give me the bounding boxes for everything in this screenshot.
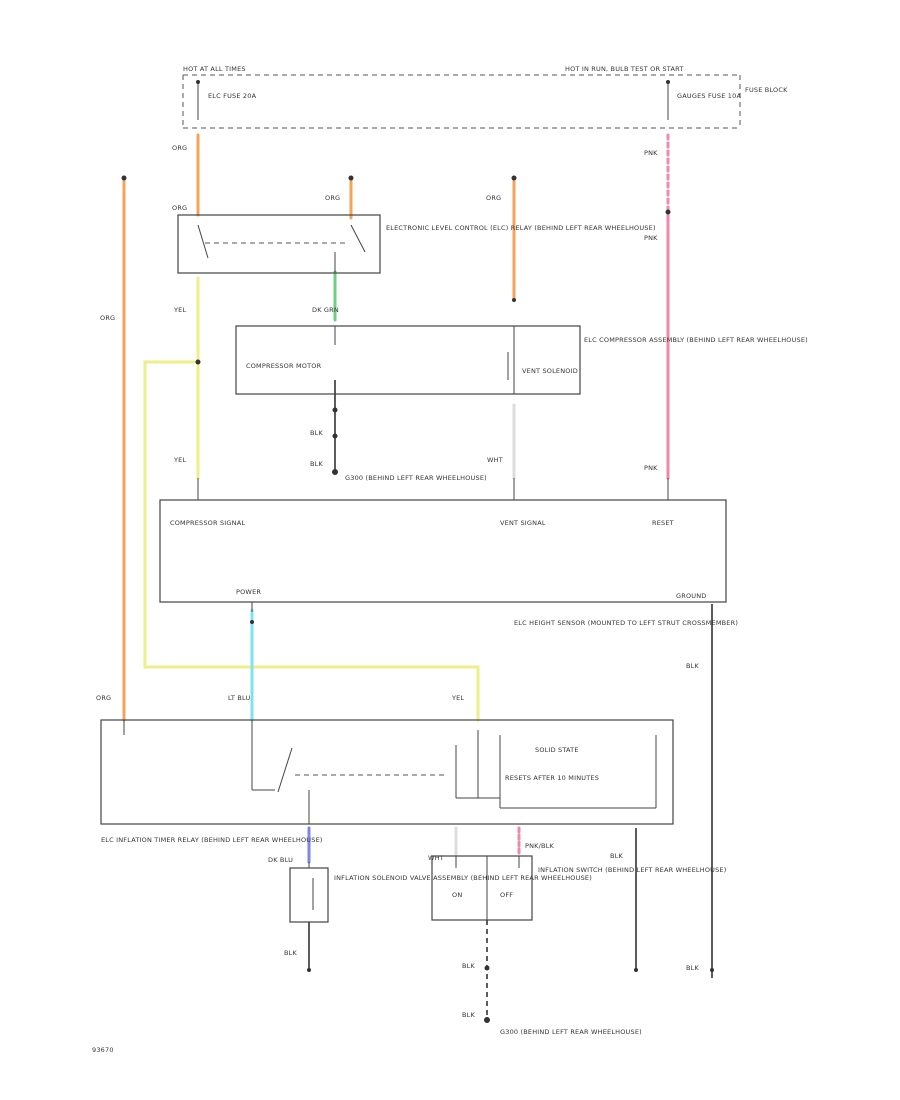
compressor-motor-label: COMPRESSOR MOTOR (246, 362, 322, 370)
power-label: POWER (236, 588, 261, 596)
wire-org-5: ORG (96, 694, 111, 702)
wire-dk-blu: DK BLU (268, 856, 293, 864)
wire-pnk-blk: PNK/BLK (525, 842, 555, 850)
elc-fuse-label: ELC FUSE 20A (208, 92, 257, 100)
gauges-fuse-label: GAUGES FUSE 10A (677, 92, 741, 100)
diagram-id: 93670 (92, 1046, 114, 1054)
yel-wire-loop (143, 360, 480, 722)
compressor-assembly-label: ELC COMPRESSOR ASSEMBLY (BEHIND LEFT REA… (584, 336, 808, 344)
wire-lt-blu: LT BLU (228, 694, 251, 702)
wire-yel-1: YEL (173, 306, 186, 314)
wire-yel-2: YEL (173, 456, 186, 464)
inflation-valve-label: INFLATION SOLENOID VALVE ASSEMBLY (BEHIN… (334, 874, 592, 882)
inflation-valve-box (289, 867, 329, 923)
switch-off-label: OFF (500, 891, 513, 899)
vent-solenoid-label: VENT SOLENOID (522, 367, 578, 375)
wire-blk-timer: BLK (610, 852, 623, 860)
reset-label: RESET (652, 519, 674, 527)
wire-blk-sensor-2: BLK (686, 964, 699, 972)
wire-wht: WHT (487, 456, 503, 464)
fuse-panel-header-label: HOT IN RUN, BULB TEST OR START (565, 65, 684, 73)
height-sensor-label: ELC HEIGHT SENSOR (MOUNTED TO LEFT STRUT… (514, 619, 738, 627)
wire-org-2: ORG (172, 204, 187, 212)
vent-signal-label: VENT SIGNAL (500, 519, 546, 527)
height-sensor-box (159, 499, 727, 603)
wire-blk-2: BLK (310, 460, 323, 468)
wire-org-1: ORG (172, 144, 187, 152)
wire-pnk-2: PNK (644, 234, 658, 242)
timer-relay-box (100, 719, 674, 825)
wire-blk-switch: BLK (462, 962, 475, 970)
switch-on-label: ON (452, 891, 462, 899)
fuse-block-label: FUSE BLOCK (745, 86, 788, 94)
solid-state-label: SOLID STATE (535, 746, 579, 754)
wire-blk-valve: BLK (284, 949, 297, 957)
hot-at-all-times-label: HOT AT ALL TIMES (183, 65, 246, 73)
wire-blk-switch-2: BLK (462, 1011, 475, 1019)
wire-blk-sensor: BLK (686, 662, 699, 670)
wire-org-3: ORG (325, 194, 340, 202)
compressor-assembly-box (235, 325, 581, 395)
wire-blk-1: BLK (310, 429, 323, 437)
wire-org-4: ORG (486, 194, 501, 202)
timer-relay-label: ELC INFLATION TIMER RELAY (BEHIND LEFT R… (101, 836, 323, 844)
wire-org-left: ORG (100, 314, 115, 322)
inflation-switch-box (431, 855, 533, 921)
wire-wht-2: WHT (428, 854, 444, 862)
ground-label-1: G300 (BEHIND LEFT REAR WHEELHOUSE) (345, 474, 487, 482)
compressor-signal-label: COMPRESSOR SIGNAL (170, 519, 245, 527)
wire-pnk-3: PNK (644, 464, 658, 472)
wire-dk-grn: DK GRN (312, 306, 339, 314)
inflation-switch-label: INFLATION SWITCH (BEHIND LEFT REAR WHEEL… (538, 866, 726, 874)
ground-label-2: G300 (BEHIND LEFT REAR WHEELHOUSE) (500, 1028, 642, 1036)
elc-relay-box (177, 214, 381, 274)
wire-pnk-1: PNK (644, 149, 658, 157)
ground-pin-label: GROUND (676, 592, 707, 600)
wire-yel-3: YEL (451, 694, 464, 702)
fuse-block (182, 74, 741, 129)
resets-after-label: RESETS AFTER 10 MINUTES (505, 774, 599, 782)
relay-label: ELECTRONIC LEVEL CONTROL (ELC) RELAY (BE… (386, 224, 656, 232)
splice-points (121, 175, 714, 1023)
